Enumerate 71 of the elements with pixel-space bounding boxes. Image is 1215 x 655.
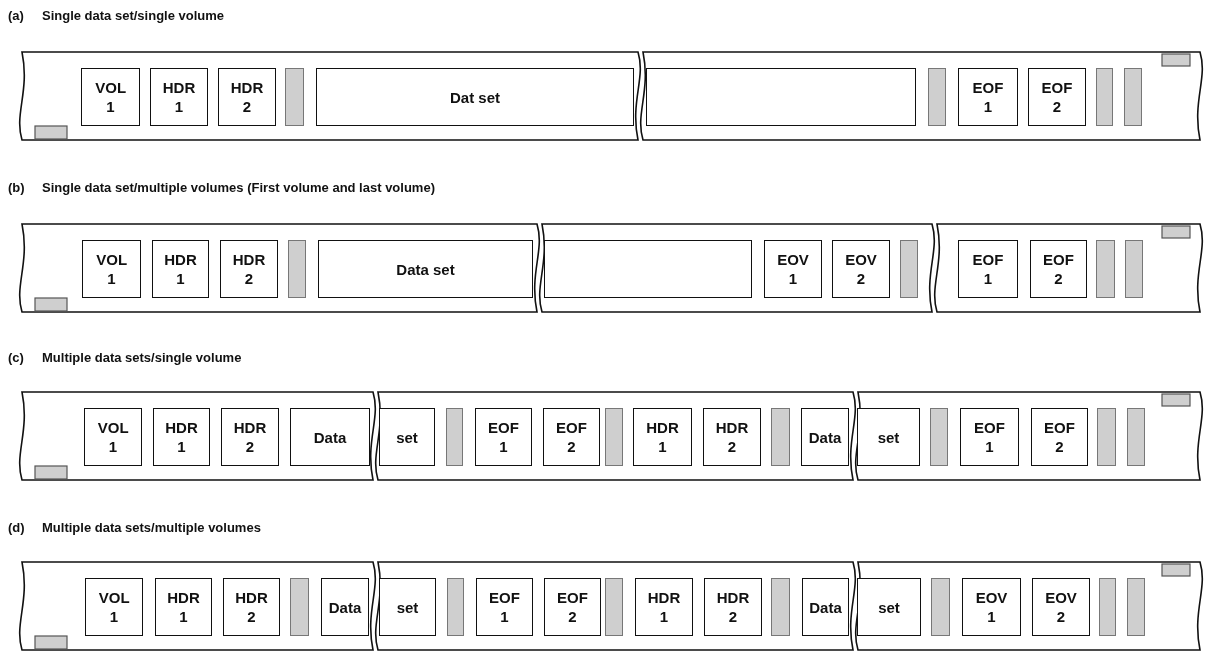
tape-mark [605,408,623,466]
empty-block [544,240,752,298]
label-block: EOF 1 [960,408,1019,466]
label-block: HDR 2 [221,408,279,466]
label-block: set [379,578,436,636]
tape-mark [1099,578,1116,636]
tape-mark [447,578,464,636]
tape-mark [1125,240,1143,298]
panel-tag: (b) [8,180,25,195]
tape-mark [928,68,946,126]
label-block: EOF 2 [543,408,600,466]
label-block: VOL 1 [81,68,140,126]
label-block: EOV 1 [764,240,822,298]
tape-mark [771,408,790,466]
tape-mark [931,578,950,636]
label-block: EOF 2 [1030,240,1087,298]
label-block: Data [802,578,849,636]
label-block: set [857,408,920,466]
label-block: EOF 1 [476,578,533,636]
tape-mark [1096,68,1113,126]
panel-title: Single data set/single volume [42,8,225,23]
label-block: EOV 1 [962,578,1021,636]
panel-tag: (c) [8,350,24,365]
label-block: HDR 2 [220,240,278,298]
label-block: EOF 1 [958,240,1018,298]
label-block: VOL 1 [84,408,142,466]
panel-tag: (a) [8,8,24,23]
tape-mark [1124,68,1142,126]
panel-title: Multiple data sets/multiple volumes [42,520,261,535]
tape-mark [1096,240,1115,298]
label-block: HDR 1 [150,68,208,126]
label-block: HDR 2 [704,578,762,636]
empty-block [646,68,916,126]
label-block: EOF 2 [544,578,601,636]
panel-tag: (d) [8,520,25,535]
tape-mark [900,240,918,298]
label-block: VOL 1 [82,240,141,298]
label-block: Data [801,408,849,466]
label-block: HDR 1 [153,408,210,466]
label-block: HDR 2 [223,578,280,636]
label-block: set [379,408,435,466]
tape-mark [1127,408,1145,466]
label-block: HDR 1 [152,240,209,298]
label-block: HDR 1 [155,578,212,636]
tape-mark [1127,578,1145,636]
label-block: EOF 2 [1031,408,1088,466]
label-block: EOF 1 [475,408,532,466]
label-block: EOF 2 [1028,68,1086,126]
data-block: Data set [318,240,533,298]
label-block: Data [321,578,369,636]
tape-mark [605,578,623,636]
tape-mark [930,408,948,466]
panel-title: Single data set/multiple volumes (First volume and last volume) [42,180,435,195]
label-block: set [857,578,921,636]
tape-mark [771,578,790,636]
label-block: HDR 2 [218,68,276,126]
label-block: EOV 2 [1032,578,1090,636]
label-block: EOV 2 [832,240,890,298]
tape-mark [288,240,306,298]
label-block: HDR 1 [635,578,693,636]
label-block: EOF 1 [958,68,1018,126]
label-block: VOL 1 [85,578,143,636]
data-block: Dat set [316,68,634,126]
tape-mark [290,578,309,636]
panel-title: Multiple data sets/single volume [42,350,242,365]
label-block: HDR 2 [703,408,761,466]
tape-mark [1097,408,1116,466]
label-block: HDR 1 [633,408,692,466]
tape-mark [446,408,463,466]
data-block: Data [290,408,370,466]
tape-mark [285,68,304,126]
